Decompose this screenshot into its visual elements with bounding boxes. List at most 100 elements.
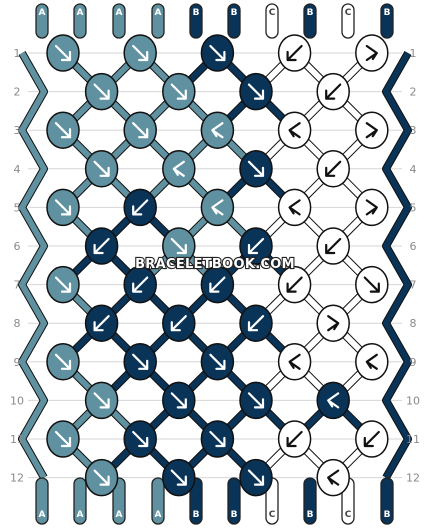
knot-arrow-icon <box>288 199 301 216</box>
strand-stub <box>380 3 394 39</box>
strand-stub <box>112 3 126 39</box>
knot-arrow-icon <box>209 44 226 62</box>
strand-label: A <box>155 8 162 18</box>
knot <box>355 420 389 458</box>
strand-stub <box>151 477 165 525</box>
strand-label: A <box>39 510 46 520</box>
knot-arrow-icon <box>93 160 110 177</box>
knot <box>162 304 196 342</box>
knot-arrow-icon <box>365 353 378 370</box>
knot-arrow-icon <box>54 199 72 216</box>
knot-arrow-icon <box>170 392 187 409</box>
knot-arrow-icon <box>54 430 72 448</box>
knot <box>355 343 389 381</box>
row-number-right: 10 <box>406 394 420 407</box>
knot-oval <box>355 34 389 72</box>
knot <box>316 227 350 265</box>
knot <box>84 227 119 265</box>
knot-arrow-icon <box>327 469 340 486</box>
knot <box>316 458 350 497</box>
strand-label: C <box>269 510 276 520</box>
strand-stub <box>227 477 241 525</box>
row-number-left: 6 <box>14 240 21 253</box>
row-number-right: 12 <box>406 472 420 485</box>
knot <box>123 420 157 458</box>
strand-label: B <box>193 510 200 520</box>
strand-label: C <box>345 8 352 18</box>
knot <box>316 381 350 420</box>
knot-arrow-icon <box>170 469 187 486</box>
row-number-left: 10 <box>10 394 24 407</box>
knot <box>162 227 196 265</box>
strand-label: B <box>193 8 200 18</box>
knot-arrow-icon <box>327 392 340 409</box>
strand-label: B <box>384 8 391 18</box>
knot-arrow-icon <box>288 353 301 370</box>
knot-arrow-icon <box>325 160 342 177</box>
knot <box>84 304 119 342</box>
knot <box>162 72 196 111</box>
knot-oval <box>162 150 196 188</box>
knot <box>123 343 157 381</box>
knot <box>277 111 312 149</box>
strand-stub <box>35 477 49 525</box>
strand-stub <box>189 477 203 525</box>
knot-arrow-icon <box>54 353 72 370</box>
strand-stub <box>112 477 126 525</box>
row-number-right: 5 <box>410 201 417 214</box>
row-number-left: 5 <box>14 201 21 214</box>
knot-oval <box>316 458 350 497</box>
knot-arrow-icon <box>132 44 149 62</box>
knot <box>200 188 235 227</box>
knot-arrow-icon <box>93 315 110 332</box>
knot-oval <box>316 304 350 342</box>
knot-arrow-icon <box>247 237 265 255</box>
knot-arrow-icon <box>170 315 187 332</box>
knot-arrow-icon <box>211 199 224 216</box>
knot-arrow-icon <box>363 276 380 293</box>
strand-label: B <box>307 510 314 520</box>
row-number-right: 4 <box>410 163 417 176</box>
knot-arrow-icon <box>286 430 303 448</box>
strand-label: B <box>384 510 391 520</box>
strand-label: C <box>345 510 352 520</box>
strand-stub <box>380 477 394 525</box>
knot <box>46 111 80 149</box>
knot-arrow-icon <box>209 276 226 293</box>
knot-arrow-icon <box>93 392 110 409</box>
row-number-right: 11 <box>406 433 420 446</box>
knot-oval <box>200 111 235 149</box>
knot-arrow-icon <box>132 430 149 448</box>
knot-arrow-icon <box>247 392 265 409</box>
knot <box>46 420 80 458</box>
knot-arrow-icon <box>327 315 340 332</box>
row-number-left: 9 <box>14 356 21 369</box>
row-number-right: 8 <box>410 317 417 330</box>
knot-arrow-icon <box>54 276 72 293</box>
row-number-right: 2 <box>410 86 417 99</box>
strand-label: B <box>307 8 314 18</box>
knot-arrow-icon <box>286 276 303 293</box>
knot <box>239 72 273 111</box>
knot-oval <box>316 381 350 420</box>
strand-label: A <box>39 8 46 18</box>
knot-arrow-icon <box>247 83 265 100</box>
knot <box>355 265 389 304</box>
knot-arrow-icon <box>54 122 72 139</box>
knot <box>84 381 119 420</box>
knot <box>200 420 235 458</box>
strand-label: A <box>116 8 123 18</box>
knot <box>316 150 350 188</box>
row-number-left: 2 <box>14 86 21 99</box>
knot-arrow-icon <box>247 469 265 486</box>
knot <box>316 304 350 342</box>
strand-stub <box>303 477 317 525</box>
strand-stub <box>303 3 317 39</box>
strand-stub <box>227 3 241 39</box>
knot-arrow-icon <box>247 315 265 332</box>
row-number-left: 4 <box>14 163 21 176</box>
knot-arrow-icon <box>54 44 72 62</box>
